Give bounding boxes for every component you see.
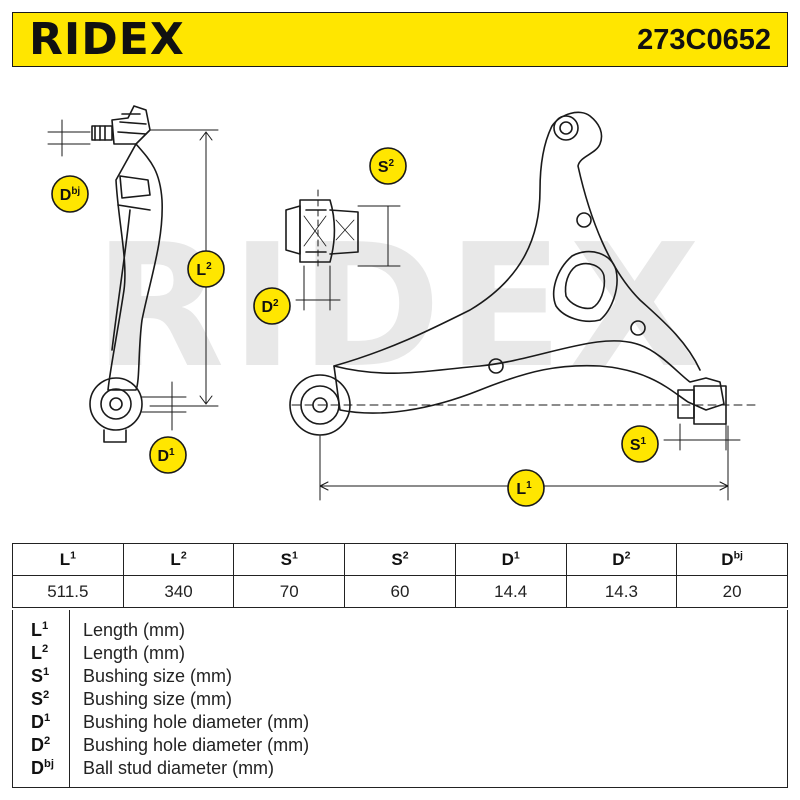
spec-header-l1: L1 bbox=[12, 543, 124, 576]
bushing-s2-dimensions bbox=[295, 189, 401, 311]
callout-dbj: Dbj bbox=[51, 175, 89, 213]
spec-value-dbj: 20 bbox=[676, 575, 788, 608]
spec-table: L1 L2 S1 S2 D1 D2 Dbj 511.5 340 70 60 14… bbox=[12, 543, 788, 608]
svg-text:L2: L2 bbox=[196, 261, 212, 279]
part-number: 273C0652 bbox=[637, 24, 771, 56]
callout-d2: D2 bbox=[253, 287, 291, 325]
svg-text:D1: D1 bbox=[157, 447, 175, 465]
callout-s1: S1 bbox=[621, 425, 659, 463]
spec-value-d2: 14.3 bbox=[565, 575, 678, 608]
spec-header-s2: S2 bbox=[344, 543, 456, 576]
legend-description: Length (mm) bbox=[83, 643, 186, 663]
legend-description: Ball stud diameter (mm) bbox=[83, 758, 275, 778]
legend-symbol: S2 bbox=[31, 689, 50, 709]
callout-d1: D1 bbox=[149, 436, 187, 474]
legend-box: L1 Length (mm) L2 Length (mm) S1 Bushing… bbox=[12, 610, 788, 788]
legend-row: L2 Length (mm) bbox=[13, 643, 787, 666]
spec-header-s1: S1 bbox=[233, 543, 346, 576]
legend-row: L1 Length (mm) bbox=[13, 620, 787, 643]
legend-divider bbox=[69, 610, 70, 787]
legend-symbol: D1 bbox=[31, 712, 51, 732]
spec-value-d1: 14.4 bbox=[454, 575, 567, 608]
legend-symbol: Dbj bbox=[31, 758, 54, 778]
legend-description: Bushing size (mm) bbox=[83, 666, 233, 686]
legend-description: Bushing hole diameter (mm) bbox=[83, 712, 310, 732]
spec-header-d1: D1 bbox=[454, 543, 567, 576]
spec-value-s1: 70 bbox=[233, 575, 346, 608]
legend-description: Bushing hole diameter (mm) bbox=[83, 735, 310, 755]
spec-header-l2: L2 bbox=[122, 543, 235, 576]
bushing-s2-view bbox=[285, 199, 359, 263]
technical-drawing: RIDEX bbox=[47, 105, 761, 507]
svg-text:D2: D2 bbox=[261, 298, 279, 316]
side-view-dimensions bbox=[47, 119, 219, 431]
legend-symbol: S1 bbox=[31, 666, 50, 686]
watermark: RIDEX bbox=[94, 208, 706, 406]
spec-table-value-row: 511.5 340 70 60 14.4 14.3 20 bbox=[12, 575, 788, 608]
legend-description: Length (mm) bbox=[83, 620, 186, 640]
callout-l2: L2 bbox=[187, 250, 225, 288]
header-bar: RIDEX 273C0652 bbox=[12, 12, 788, 67]
legend-row: D2 Bushing hole diameter (mm) bbox=[13, 735, 787, 758]
callout-s2: S2 bbox=[369, 147, 407, 185]
legend-symbol: L2 bbox=[31, 643, 49, 663]
svg-text:S1: S1 bbox=[630, 436, 647, 454]
spec-value-s2: 60 bbox=[344, 575, 456, 608]
spec-header-dbj: Dbj bbox=[676, 543, 788, 576]
spec-table-header-row: L1 L2 S1 S2 D1 D2 Dbj bbox=[12, 543, 788, 576]
brand-logo: RIDEX bbox=[29, 14, 185, 65]
legend-symbol: D2 bbox=[31, 735, 51, 755]
spec-header-d2: D2 bbox=[565, 543, 678, 576]
legend-row: S2 Bushing size (mm) bbox=[13, 689, 787, 712]
legend-row: D1 Bushing hole diameter (mm) bbox=[13, 712, 787, 735]
legend-row: Dbj Ball stud diameter (mm) bbox=[13, 758, 787, 781]
svg-text:L1: L1 bbox=[516, 480, 532, 498]
spec-value-l2: 340 bbox=[122, 575, 235, 608]
svg-text:S2: S2 bbox=[378, 158, 395, 176]
legend-row: S1 Bushing size (mm) bbox=[13, 666, 787, 689]
legend-symbol: L1 bbox=[31, 620, 49, 640]
svg-text:Dbj: Dbj bbox=[60, 186, 81, 204]
side-view-arm bbox=[89, 105, 163, 443]
legend-description: Bushing size (mm) bbox=[83, 689, 233, 709]
spec-value-l1: 511.5 bbox=[12, 575, 124, 608]
callout-l1: L1 bbox=[507, 469, 545, 507]
